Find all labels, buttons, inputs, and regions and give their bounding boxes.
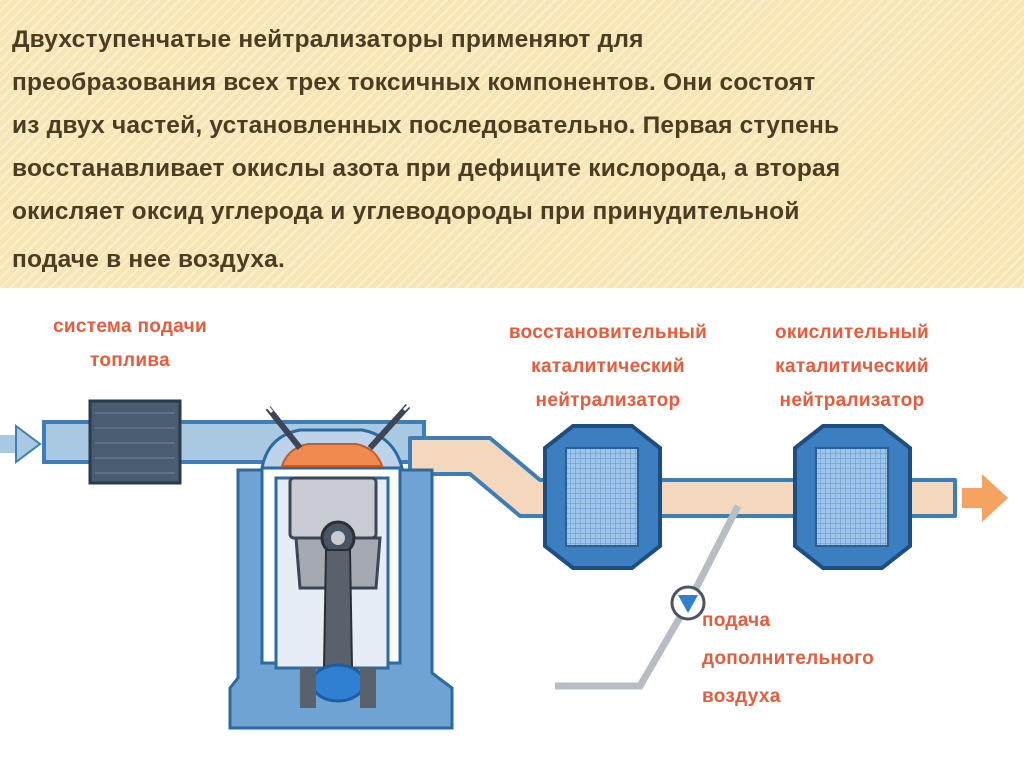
exhaust-outlet-arrow-icon: [962, 474, 1008, 522]
air-supply-line: [555, 504, 742, 690]
oxidation-converter: [793, 424, 912, 570]
description-line-2: преобразования всех трех токсичных компо…: [12, 69, 816, 96]
crankshaft: [300, 663, 376, 708]
engine-exhaust-schematic: [0, 398, 1008, 730]
slide-description: Двухступенчатые нейтрализаторы применяют…: [12, 18, 1012, 281]
description-line-5: окисляет оксид углерода и углеводороды п…: [12, 198, 800, 225]
reduction-converter-label: восстановительный каталитический нейтрал…: [508, 322, 708, 411]
oxidation-converter-label: окислительный каталитический нейтрализат…: [774, 322, 930, 411]
converter-diagram: система подачи топлива восстановительный…: [0, 288, 1024, 767]
intake-arrow-icon: [0, 424, 42, 464]
connecting-rod: [322, 549, 354, 669]
air-supply-label: подача дополнительного воздуха: [702, 610, 874, 707]
description-line-4: восстанавливает окислы азота при дефицит…: [12, 155, 841, 182]
description-line-6: подаче в нее воздуха.: [12, 246, 285, 273]
fuel-block-texture: [95, 412, 175, 474]
description-line-3: из двух частей, установленных последоват…: [12, 112, 840, 139]
fuel-system-block: [88, 399, 182, 485]
fuel-system-label: система подачи топлива: [53, 316, 207, 371]
intake-valve: [260, 399, 303, 450]
slide-header: Двухступенчатые нейтрализаторы применяют…: [0, 0, 1024, 288]
description-line-1: Двухступенчатые нейтрализаторы применяют…: [12, 26, 644, 53]
piston: [288, 476, 382, 590]
combustion-chamber: [280, 443, 384, 467]
exhaust-valve: [367, 398, 416, 451]
air-check-valve-icon: [670, 585, 706, 621]
reduction-converter: [543, 424, 662, 570]
